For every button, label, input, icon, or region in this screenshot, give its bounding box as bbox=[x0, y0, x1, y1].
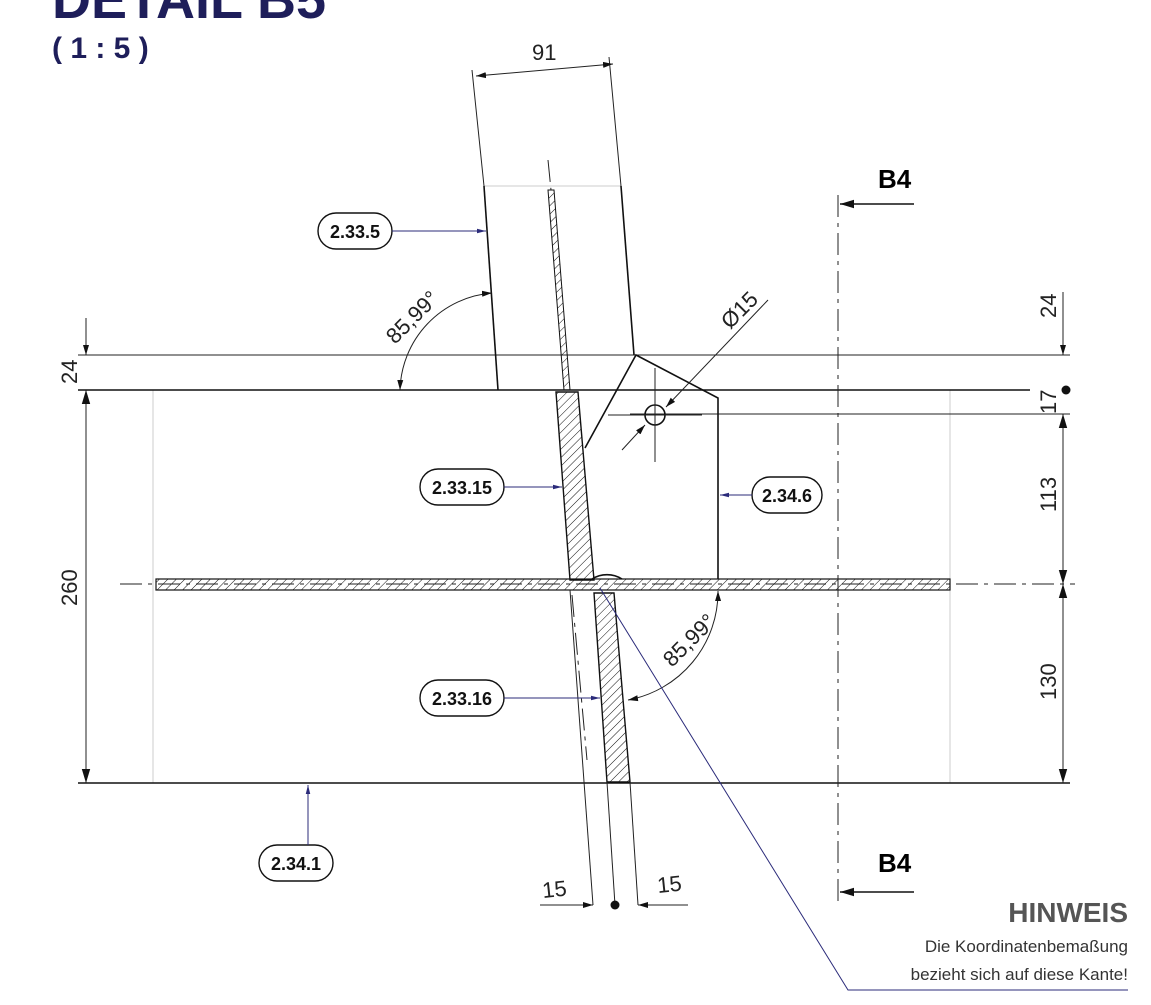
dim-bottom: 15 15 bbox=[540, 871, 688, 910]
svg-text:2.33.15: 2.33.15 bbox=[432, 478, 492, 498]
section-line-b4: B4 B4 bbox=[837, 164, 914, 905]
dim-right-113-text: 113 bbox=[1036, 477, 1061, 512]
faint-outline bbox=[152, 185, 951, 783]
dim-left-260-text: 260 bbox=[57, 569, 82, 606]
dim-right: 24 17 113 130 bbox=[1036, 292, 1071, 783]
drawing-title: DETAIL B5 ( 1 : 5 ) bbox=[52, 0, 326, 65]
dim-width-top-text: 91 bbox=[532, 40, 556, 65]
item-label-2-33-15: 2.33.15 bbox=[419, 468, 562, 506]
svg-text:2.34.1: 2.34.1 bbox=[271, 854, 321, 874]
weld-arc bbox=[591, 573, 623, 580]
title-scale: ( 1 : 5 ) bbox=[52, 32, 149, 65]
item-label-2-33-16: 2.33.16 bbox=[419, 679, 600, 717]
member-extension-lines bbox=[569, 589, 639, 906]
dim-width-top: 91 bbox=[471, 40, 622, 187]
item-label-2-34-1: 2.34.1 bbox=[258, 785, 334, 882]
inclined-member-lower bbox=[593, 592, 631, 783]
inclined-member-upper bbox=[555, 391, 595, 581]
dim-right-24-text: 24 bbox=[1036, 294, 1061, 318]
dim-right-17-text: 17 bbox=[1036, 390, 1061, 414]
dim-bottom-15-left-text: 15 bbox=[541, 876, 568, 903]
dim-bottom-15-right-text: 15 bbox=[656, 871, 683, 898]
dim-right-130-text: 130 bbox=[1036, 663, 1061, 700]
note-heading: HINWEIS bbox=[1008, 897, 1128, 928]
hole-diameter-text: Ø15 bbox=[716, 286, 763, 333]
dim-angle-bottom-text: 85,99° bbox=[658, 609, 721, 672]
note: HINWEIS Die Koordinatenbemaßung bezieht … bbox=[911, 897, 1128, 984]
item-label-2-34-6: 2.34.6 bbox=[720, 476, 823, 514]
note-line-2: bezieht sich auf diese Kante! bbox=[911, 965, 1128, 984]
section-mark-top: B4 bbox=[878, 164, 912, 194]
gusset-plate bbox=[584, 353, 719, 579]
upper-inclined-beam bbox=[483, 159, 635, 391]
dim-angle-bottom: 85,99° bbox=[627, 590, 722, 702]
horizontal-plate bbox=[155, 578, 951, 591]
note-leader bbox=[599, 587, 1128, 991]
svg-text:2.33.5: 2.33.5 bbox=[330, 222, 380, 242]
note-line-1: Die Koordinatenbemaßung bbox=[925, 937, 1128, 956]
item-label-2-33-5: 2.33.5 bbox=[317, 212, 486, 250]
dim-left-24-text: 24 bbox=[57, 360, 82, 384]
dim-left: 24 260 bbox=[57, 318, 91, 783]
section-mark-bottom: B4 bbox=[878, 848, 912, 878]
svg-text:2.33.16: 2.33.16 bbox=[432, 689, 492, 709]
hole bbox=[608, 368, 702, 462]
title-main: DETAIL B5 bbox=[52, 0, 326, 30]
svg-text:2.34.6: 2.34.6 bbox=[762, 486, 812, 506]
dim-angle-top: 85,99° bbox=[381, 286, 493, 391]
